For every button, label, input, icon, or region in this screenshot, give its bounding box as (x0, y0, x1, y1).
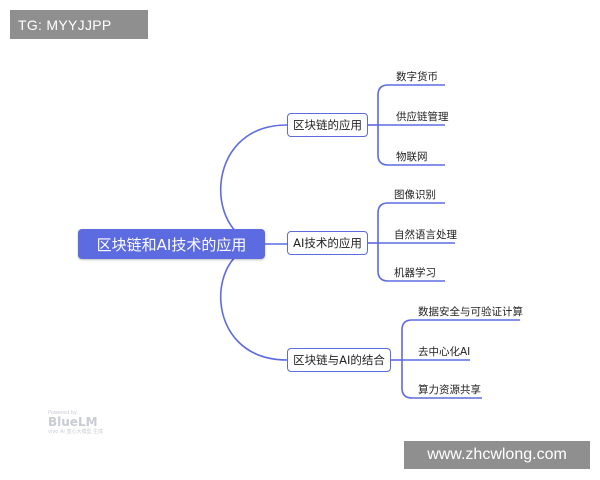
link-root-branch1 (219, 124, 288, 245)
branch-node-ai: AI技术的应用 (287, 231, 368, 255)
leaf-digital-currency: 数字货币 (396, 71, 438, 83)
link-b3-leaf1 (401, 319, 520, 360)
mindmap-root-node: 区块链和AI技术的应用 (78, 229, 265, 259)
link-b2-leaf1 (377, 202, 445, 243)
leaf-iot: 物联网 (396, 151, 428, 163)
leaf-compute-sharing: 算力资源共享 (418, 384, 481, 396)
logo-tagline: vivo AI 蓝心大模型 生成 (48, 429, 104, 435)
link-b3-leaf3 (401, 360, 482, 399)
logo-brand: BlueLM (48, 415, 98, 429)
leaf-image-recognition: 图像识别 (394, 189, 436, 201)
link-root-branch3 (219, 243, 288, 361)
watermark-site: www.zhcwlong.com (404, 441, 590, 469)
bluelm-logo: Powered by BlueLM vivo AI 蓝心大模型 生成 (48, 410, 103, 435)
link-b1-leaf1 (377, 84, 445, 125)
leaf-machine-learning: 机器学习 (394, 267, 436, 279)
leaf-nlp: 自然语言处理 (394, 229, 457, 241)
link-b2-leaf3 (377, 243, 445, 282)
leaf-supply-chain: 供应链管理 (396, 111, 449, 123)
branch-node-blockchain: 区块链的应用 (287, 113, 368, 137)
leaf-decentralized-ai: 去中心化AI (418, 346, 471, 358)
logo-powered-by: Powered by (48, 410, 77, 416)
leaf-data-security: 数据安全与可验证计算 (418, 306, 523, 318)
watermark-tg: TG: MYYJJPP (10, 10, 148, 39)
link-b1-leaf3 (377, 125, 445, 166)
branch-node-combination: 区块链与AI的结合 (287, 348, 391, 372)
